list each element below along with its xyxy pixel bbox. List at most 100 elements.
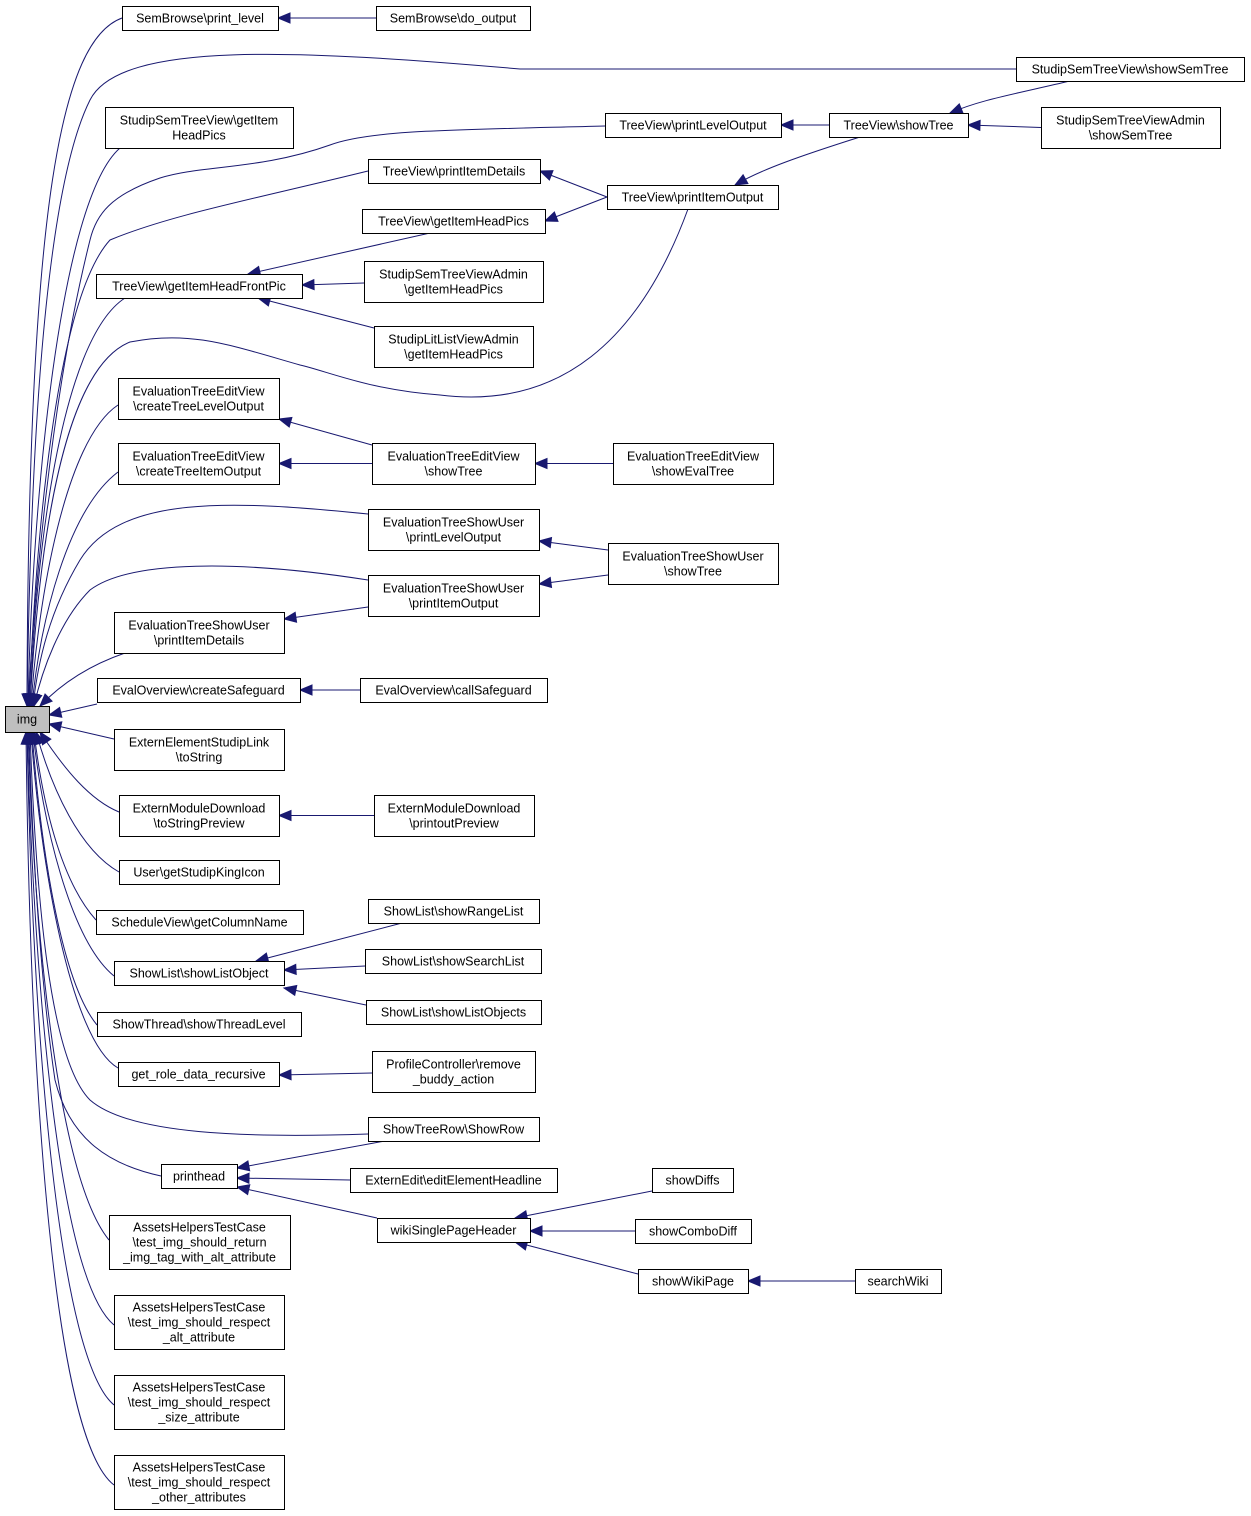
node-label: TreeView\showTree	[844, 119, 954, 133]
node-etev-showEvalTree[interactable]: EvaluationTreeEditView\showEvalTree	[613, 443, 774, 485]
node-pc-remove-buddy-action[interactable]: ProfileController\remove_buddy_action	[372, 1051, 536, 1093]
edge-str_ShowRow-to-printhead	[235, 1140, 386, 1172]
node-label: \printLevelOutput	[406, 531, 502, 545]
node-etev-createTreeItemOutput[interactable]: EvaluationTreeEditView\createTreeItemOut…	[118, 443, 280, 485]
node-box	[114, 1455, 285, 1510]
edge-user_getStudipKingIcon-to-img	[33, 730, 120, 873]
node-sl-showSearchList[interactable]: ShowList\showSearchList	[365, 949, 542, 974]
node-label: \printItemDetails	[154, 634, 244, 648]
node-tv-getItemHeadPics[interactable]: TreeView\getItemHeadPics	[362, 209, 546, 234]
node-get-role-data-recursive[interactable]: get_role_data_recursive	[118, 1062, 280, 1087]
node-box	[97, 678, 301, 703]
node-img[interactable]: img	[5, 706, 50, 733]
node-sv-getColumnName[interactable]: ScheduleView\getColumnName	[96, 910, 304, 935]
node-tv-printLevelOutput[interactable]: TreeView\printLevelOutput	[605, 113, 782, 138]
node-label: StudipSemTreeView\showSemTree	[1032, 63, 1229, 77]
node-label: showComboDiff	[649, 1225, 738, 1239]
edge-arrowhead	[528, 1225, 543, 1237]
node-label: \toStringPreview	[153, 817, 245, 831]
node-ee-editElementHeadline[interactable]: ExternEdit\editElementHeadline	[350, 1168, 558, 1193]
node-st-showThreadLevel[interactable]: ShowThread\showThreadLevel	[97, 1012, 302, 1037]
node-sl-showListObject[interactable]: ShowList\showListObject	[114, 961, 285, 986]
node-box	[829, 113, 969, 138]
node-emd-printoutPreview[interactable]: ExternModuleDownload\printoutPreview	[374, 795, 535, 837]
node-sstv-getItemHeadPics[interactable]: StudipSemTreeView\getItemHeadPics	[105, 107, 294, 149]
node-eo-callSafeguard[interactable]: EvalOverview\callSafeguard	[360, 678, 548, 703]
node-label: \test_img_should_respect	[128, 1396, 271, 1410]
node-etsu-printLevelOutput[interactable]: EvaluationTreeShowUser\printLevelOutput	[368, 509, 540, 551]
node-sl-showListObjects[interactable]: ShowList\showListObjects	[366, 1000, 542, 1025]
node-user-getStudipKingIcon[interactable]: User\getStudipKingIcon	[119, 860, 280, 885]
node-box	[372, 1051, 536, 1093]
node-label: \getItemHeadPics	[404, 348, 503, 362]
node-box	[364, 261, 544, 303]
node-searchWiki[interactable]: searchWiki	[855, 1269, 942, 1294]
node-label: \printoutPreview	[409, 817, 500, 831]
node-eo-createSafeguard[interactable]: EvalOverview\createSafeguard	[97, 678, 301, 703]
edge-ahtc_respect_other-to-img	[20, 730, 115, 1486]
node-label: \test_img_should_return	[132, 1236, 266, 1250]
edge-etev_createTreeItemOutput-to-img	[27, 471, 119, 708]
node-label: wikiSinglePageHeader	[390, 1224, 517, 1238]
node-tv-printItemDetails[interactable]: TreeView\printItemDetails	[368, 159, 541, 184]
node-emd-toStringPreview[interactable]: ExternModuleDownload\toStringPreview	[119, 795, 280, 837]
edge-sllva_getItemHeadPics-to-tv_getItemHeadFrontPic	[256, 295, 375, 329]
node-label: EvalOverview\callSafeguard	[375, 684, 531, 698]
edge-line	[32, 504, 369, 707]
node-tv-getItemHeadFrontPic[interactable]: TreeView\getItemHeadFrontPic	[96, 274, 303, 299]
node-label: EvaluationTreeShowUser	[622, 550, 763, 564]
node-label: ExternElementStudipLink	[129, 736, 270, 750]
node-label: EvaluationTreeEditView	[132, 450, 265, 464]
node-showWikiPage[interactable]: showWikiPage	[638, 1269, 749, 1294]
node-etsu-printItemDetails[interactable]: EvaluationTreeShowUser\printItemDetails	[114, 612, 285, 654]
node-sllva-getItemHeadPics[interactable]: StudipLitListViewAdmin\getItemHeadPics	[374, 326, 534, 368]
node-label: ShowTreeRow\ShowRow	[383, 1123, 525, 1137]
node-box	[118, 378, 280, 420]
node-box	[652, 1168, 734, 1193]
node-box	[365, 949, 542, 974]
node-box	[350, 1168, 558, 1193]
edge-line	[31, 471, 119, 707]
node-tv-printItemOutput[interactable]: TreeView\printItemOutput	[607, 185, 779, 210]
node-eesl-toString[interactable]: ExternElementStudipLink\toString	[114, 729, 285, 771]
node-ahtc-return-alt[interactable]: AssetsHelpersTestCase\test_img_should_re…	[109, 1215, 291, 1270]
node-sl-showRangeList[interactable]: ShowList\showRangeList	[368, 899, 540, 924]
node-box	[118, 443, 280, 485]
node-ahtc-respect-alt[interactable]: AssetsHelpersTestCase\test_img_should_re…	[114, 1295, 285, 1350]
node-sstva-showSemTree[interactable]: StudipSemTreeViewAdmin\showSemTree	[1041, 107, 1221, 149]
node-label: \printItemOutput	[409, 597, 499, 611]
edge-line	[31, 731, 98, 1026]
node-label: StudipSemTreeView\getItem	[120, 114, 278, 128]
node-label: _buddy_action	[412, 1073, 494, 1087]
node-showDiffs[interactable]: showDiffs	[652, 1168, 734, 1193]
node-box	[114, 1375, 285, 1430]
node-label: ExternEdit\editElementHeadline	[365, 1174, 542, 1188]
edge-arrowhead	[966, 119, 981, 132]
node-ahtc-respect-other[interactable]: AssetsHelpersTestCase\test_img_should_re…	[114, 1455, 285, 1510]
node-sstv-showSemTree[interactable]: StudipSemTreeView\showSemTree	[1016, 57, 1245, 82]
node-tv-showTree[interactable]: TreeView\showTree	[829, 113, 969, 138]
node-etev-createTreeLevelOutput[interactable]: EvaluationTreeEditView\createTreeLevelOu…	[118, 378, 280, 420]
node-sb-do-output[interactable]: SemBrowse\do_output	[376, 6, 531, 31]
edge-line	[29, 208, 689, 707]
edge-line	[236, 1177, 351, 1181]
node-sb-print-level[interactable]: SemBrowse\print_level	[122, 6, 279, 31]
edge-line	[278, 1072, 373, 1076]
node-label: _alt_attribute	[162, 1331, 235, 1345]
node-showComboDiff[interactable]: showComboDiff	[635, 1219, 752, 1244]
node-box	[97, 1012, 302, 1037]
edge-searchWiki-to-showWikiPage	[746, 1275, 855, 1287]
node-box	[608, 543, 779, 585]
node-ahtc-respect-size[interactable]: AssetsHelpersTestCase\test_img_should_re…	[114, 1375, 285, 1430]
node-sstva-getItemHeadPics[interactable]: StudipSemTreeViewAdmin\getItemHeadPics	[364, 261, 544, 303]
node-etsu-printItemOutput[interactable]: EvaluationTreeShowUser\printItemOutput	[368, 575, 540, 617]
edge-line	[26, 731, 115, 1326]
node-printhead[interactable]: printhead	[161, 1164, 238, 1189]
node-etev-showTree[interactable]: EvaluationTreeEditView\showTree	[372, 443, 536, 485]
edge-etsu_printItemDetails-to-img	[39, 652, 126, 707]
edge-line	[32, 731, 115, 977]
node-wikiSinglePageHeader[interactable]: wikiSinglePageHeader	[377, 1218, 531, 1243]
node-str-ShowRow[interactable]: ShowTreeRow\ShowRow	[368, 1117, 540, 1142]
node-etsu-showTree[interactable]: EvaluationTreeShowUser\showTree	[608, 543, 779, 585]
node-label: showDiffs	[666, 1174, 720, 1188]
